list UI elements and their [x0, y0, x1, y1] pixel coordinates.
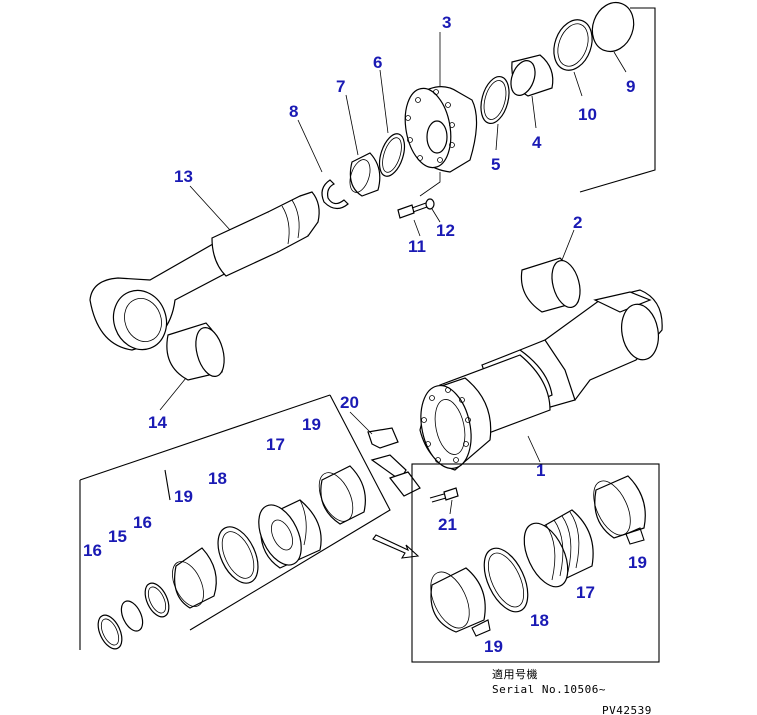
lower-left-frame — [79, 394, 391, 650]
part-19-wear-ring-left-upper — [318, 465, 366, 525]
part-21-bolt — [429, 487, 459, 503]
upper-group-frame — [579, 7, 656, 193]
callout-17b: 17 — [576, 583, 595, 602]
part-6-ring — [378, 133, 406, 177]
callout-10: 10 — [578, 105, 597, 124]
serial-note: 適用号機 Serial No.10506~ — [492, 667, 606, 696]
part-18-ring-left — [217, 526, 259, 584]
drawing-number: PV42539 — [602, 704, 652, 715]
callout-4: 4 — [532, 133, 542, 152]
part-17-piston-left — [258, 499, 322, 569]
part-13-piston-rod — [89, 191, 320, 351]
leader-lines — [159, 32, 627, 515]
part-14-bushing — [166, 322, 225, 381]
callout-21: 21 — [438, 515, 457, 534]
detail-part-19-ring-right — [593, 475, 646, 545]
part-9-ring — [591, 1, 635, 53]
part-1-cylinder-body — [419, 289, 663, 471]
callout-5: 5 — [491, 155, 500, 174]
callout-9: 9 — [626, 77, 635, 96]
detail-part-18-ring — [483, 547, 529, 613]
callout-numbers: 1 2 3 4 5 6 7 8 9 10 11 12 13 14 15 16 1… — [83, 13, 647, 656]
callout-13: 13 — [174, 167, 193, 186]
part-10-ring — [553, 19, 593, 71]
callout-16a: 16 — [83, 541, 102, 560]
part-7-bushing — [349, 152, 381, 197]
part-3-cylinder-head — [404, 86, 478, 197]
callout-19c: 19 — [628, 553, 647, 572]
callout-12: 12 — [436, 221, 455, 240]
callout-19d: 19 — [484, 637, 503, 656]
serial-number-label: Serial No.10506~ — [492, 683, 606, 696]
part-2-bushing — [520, 257, 581, 313]
callout-19b: 19 — [302, 415, 321, 434]
callout-7: 7 — [336, 77, 345, 96]
callout-15: 15 — [108, 527, 127, 546]
detail-part-19-ring-left — [430, 567, 491, 637]
callout-11: 11 — [408, 237, 426, 256]
detail-part-17-piston — [523, 509, 594, 588]
callout-6: 6 — [373, 53, 382, 72]
part-15-ring — [120, 600, 144, 632]
callout-18a: 18 — [208, 469, 227, 488]
callout-17a: 17 — [266, 435, 285, 454]
part-16-ring-outer — [97, 614, 123, 650]
callout-8: 8 — [289, 102, 298, 121]
part-16-ring-inner — [144, 582, 170, 618]
callout-3: 3 — [442, 13, 451, 32]
part-8-snap-ring — [321, 179, 349, 210]
callout-19a: 19 — [174, 487, 193, 506]
callout-18b: 18 — [530, 611, 549, 630]
callout-14: 14 — [148, 413, 167, 432]
part-5-ring — [480, 75, 510, 125]
part-4-bushing — [510, 54, 554, 97]
callout-20: 20 — [340, 393, 359, 412]
part-19-wear-ring-left — [172, 547, 217, 609]
arrow-to-detail — [372, 534, 420, 559]
part-12-washer — [425, 198, 435, 210]
callout-16b: 16 — [133, 513, 152, 532]
callout-2: 2 — [573, 213, 582, 232]
applicable-machines-label: 適用号機 — [492, 667, 538, 681]
callout-1: 1 — [536, 461, 545, 480]
part-11-bolt — [397, 202, 428, 219]
detail-frame — [411, 463, 660, 663]
